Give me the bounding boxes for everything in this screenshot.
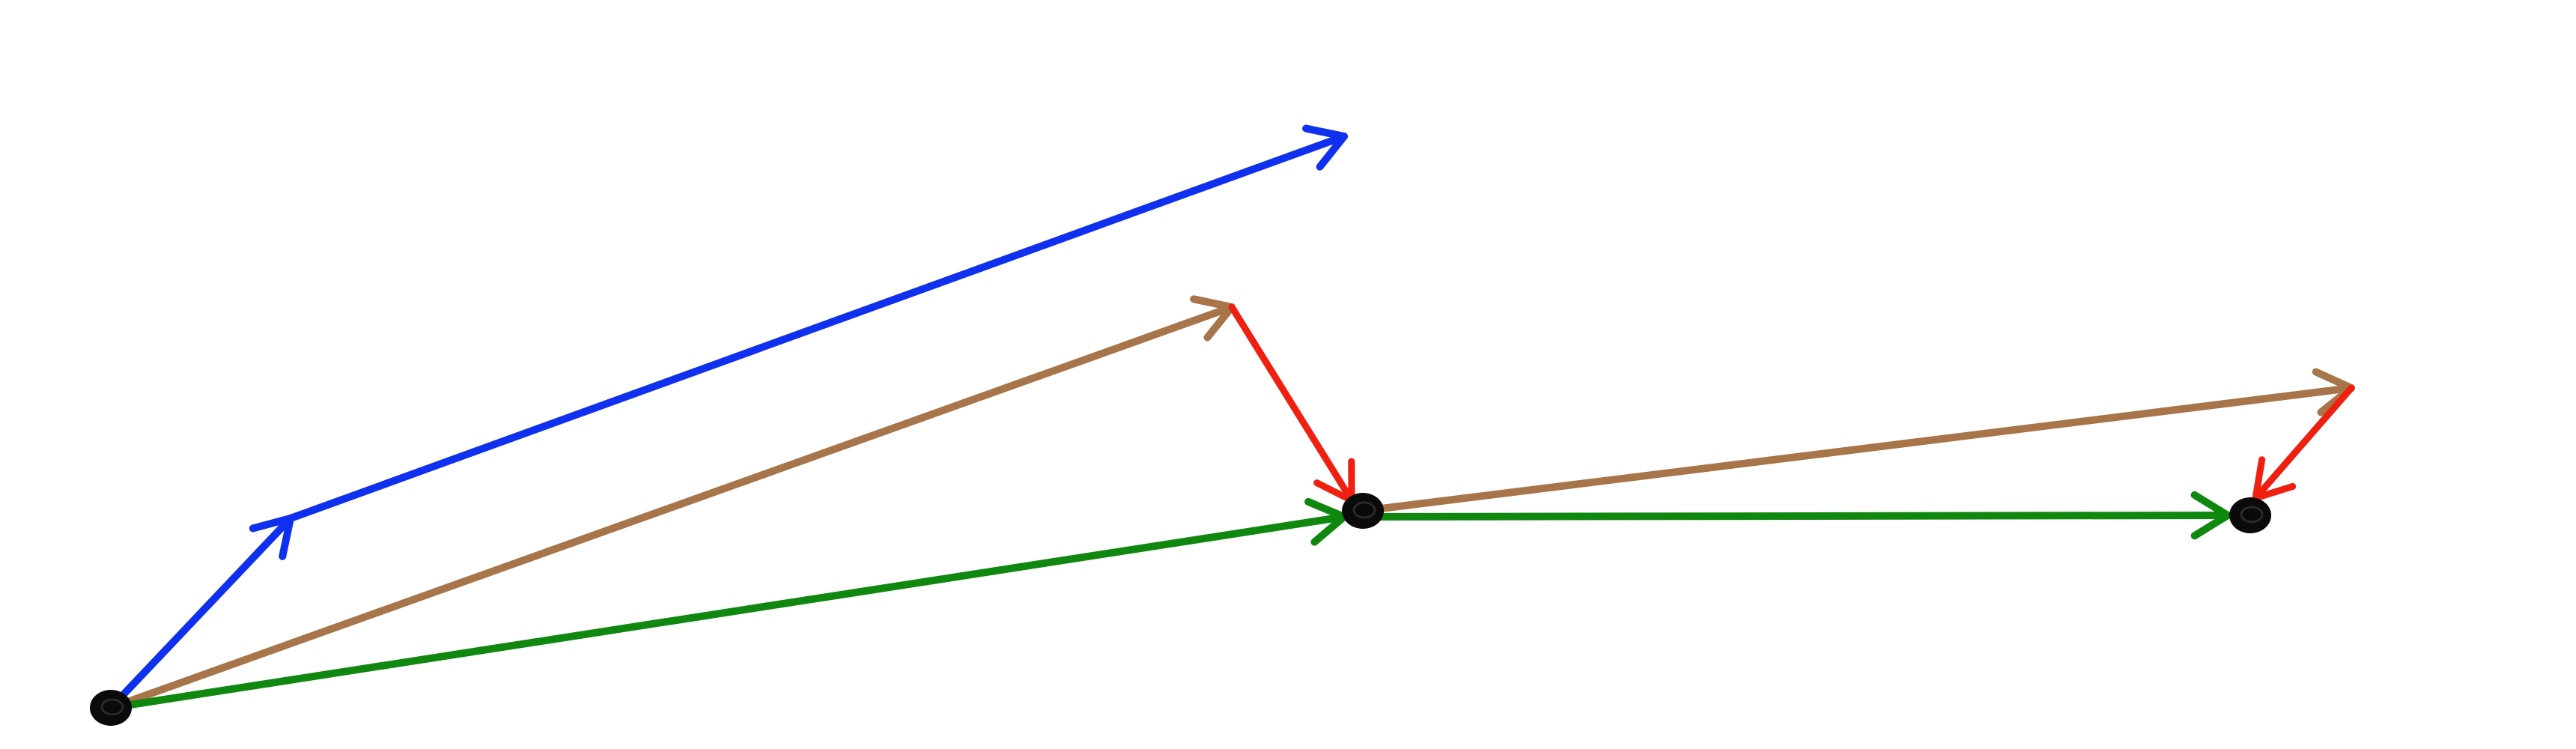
brown-arrow-shaft bbox=[107, 303, 1236, 712]
brown-arrow-brown-1 bbox=[107, 295, 1236, 712]
end-point bbox=[2229, 497, 2271, 533]
red-arrow-red-1 bbox=[1228, 303, 1355, 504]
red-arrow-shaft bbox=[1228, 303, 1355, 504]
end-point-ring bbox=[2240, 506, 2264, 524]
start-point-dot bbox=[90, 690, 132, 726]
red-arrow-shaft bbox=[2252, 384, 2355, 502]
green-arrow-green-2 bbox=[1359, 491, 2232, 540]
blue-arrowhead bbox=[1302, 124, 1348, 171]
start-point bbox=[90, 690, 132, 726]
green-arrow-shaft bbox=[107, 513, 1348, 712]
brown-arrow-brown-2 bbox=[1359, 368, 2355, 515]
start-point-ring bbox=[100, 698, 124, 716]
blue-arrow-shaft bbox=[107, 515, 294, 712]
brown-arrow-shaft bbox=[1359, 384, 2355, 515]
green-arrow-green-1 bbox=[107, 497, 1348, 712]
middle-point-ring bbox=[1352, 501, 1376, 519]
end-point-dot bbox=[2229, 497, 2271, 533]
green-arrow-shaft bbox=[1359, 512, 2232, 521]
blue-arrow-shaft bbox=[287, 133, 1348, 522]
red-arrow-red-2 bbox=[2252, 384, 2355, 502]
green-arrowhead bbox=[2190, 491, 2232, 540]
middle-point bbox=[1342, 493, 1384, 529]
middle-point-dot bbox=[1342, 493, 1384, 529]
blue-arrow-blue-long bbox=[287, 124, 1348, 522]
